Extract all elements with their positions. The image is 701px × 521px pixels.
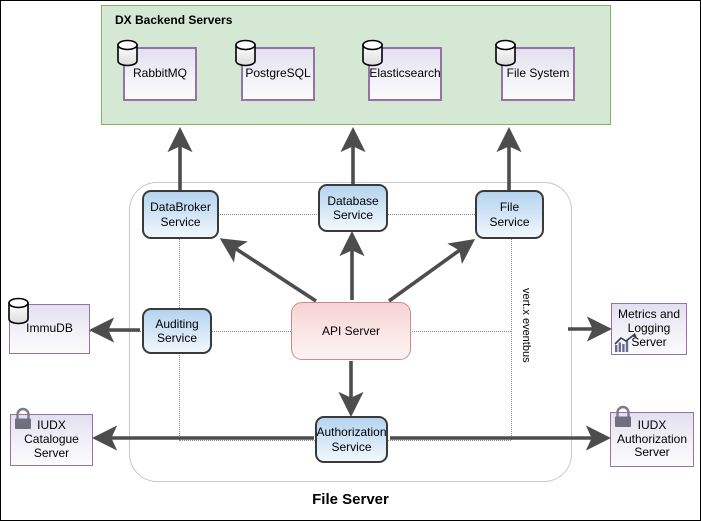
- bar-chart-trend-icon: [613, 332, 643, 354]
- external-node-label: IUDX Catalogue Server: [24, 418, 79, 460]
- service-label: Auditing Service: [155, 316, 199, 345]
- backend-node-postgresql[interactable]: PostgreSQL: [241, 47, 315, 101]
- database-cylinder-icon: [116, 39, 139, 67]
- api-server-label: API Server: [321, 324, 381, 338]
- dx-backend-servers-label: DX Backend Servers: [115, 13, 233, 27]
- service-label: Authorization Service: [316, 425, 387, 454]
- external-node-label: Metrics and Logging Server: [617, 307, 681, 349]
- service-label: DataBroker Service: [150, 200, 211, 229]
- backend-node-label: RabbitMQ: [132, 66, 188, 81]
- service-authorization[interactable]: Authorization Service: [315, 416, 388, 463]
- service-auditing[interactable]: Auditing Service: [142, 308, 212, 354]
- external-node-label: ImmuDB: [26, 321, 73, 336]
- external-node-label: IUDX Authorization Server: [616, 417, 688, 460]
- file-server-container: [129, 182, 572, 482]
- backend-node-label: Elasticsearch: [369, 66, 441, 81]
- database-cylinder-icon: [7, 297, 30, 325]
- eventbus-line-right: [511, 214, 512, 440]
- eventbus-label: vert.x eventbus: [520, 288, 532, 363]
- backend-node-file-system[interactable]: File System: [501, 47, 575, 101]
- database-cylinder-icon: [234, 39, 257, 67]
- service-database[interactable]: Database Service: [318, 184, 388, 232]
- service-label: Database Service: [327, 193, 379, 222]
- database-cylinder-icon: [361, 39, 384, 67]
- database-cylinder-icon: [494, 39, 517, 67]
- api-server-node[interactable]: API Server: [291, 302, 411, 360]
- service-label: File Service: [489, 200, 530, 229]
- file-server-title: File Server: [312, 491, 389, 508]
- backend-node-label: File System: [506, 66, 570, 81]
- service-file[interactable]: File Service: [475, 190, 544, 239]
- backend-node-label: PostgreSQL: [245, 66, 311, 81]
- service-databroker[interactable]: DataBroker Service: [142, 190, 219, 239]
- eventbus-line-middle: [15, 331, 511, 332]
- lock-icon: [12, 407, 34, 431]
- lock-icon: [612, 405, 634, 429]
